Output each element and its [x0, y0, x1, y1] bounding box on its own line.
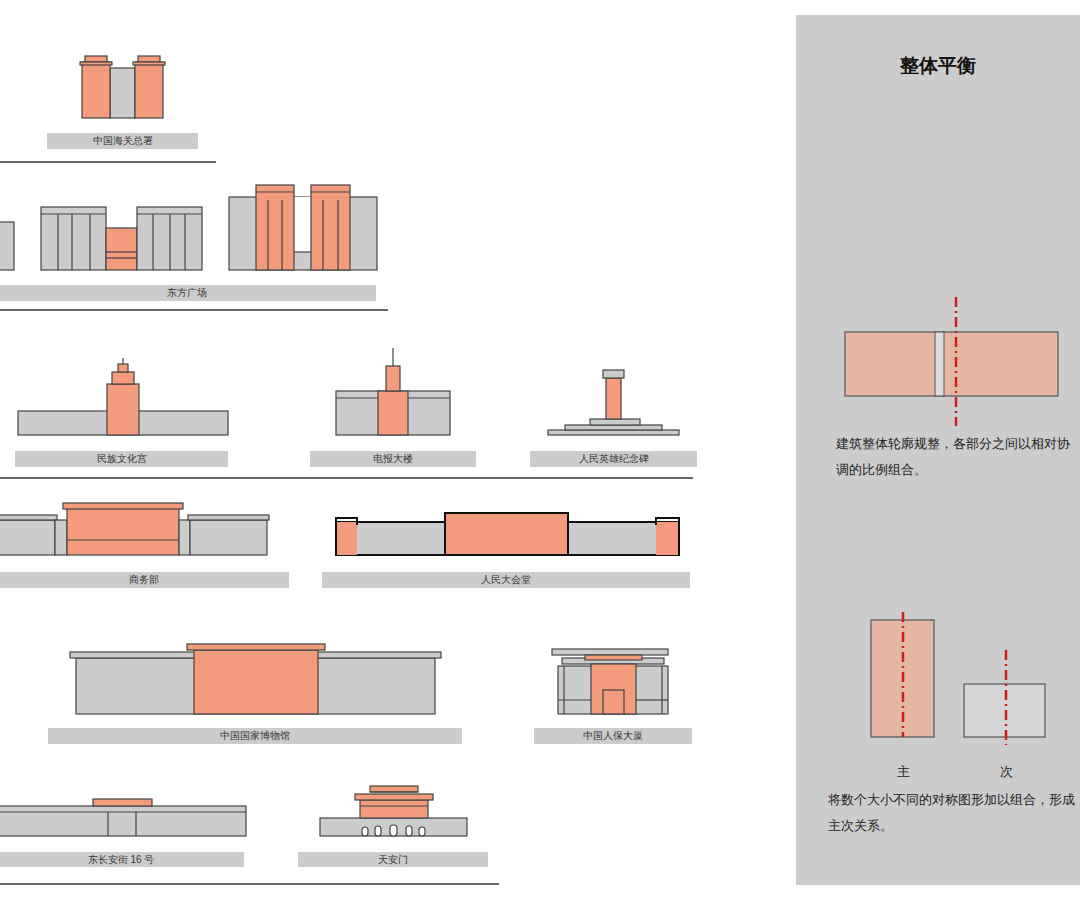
name-bar: 东长安街 16 号 [0, 852, 244, 867]
building-name: 东方广场 [167, 288, 207, 298]
name-bar: 人民英雄纪念碑 [530, 451, 697, 467]
panel-note: 将数个大小不同的对称图形加以组合，形成主次关系。 [828, 787, 1078, 839]
building-name: 人民大会堂 [481, 575, 531, 585]
name-bar: 中国海关总署 [47, 133, 198, 149]
name-bar: 东方广场 [0, 285, 376, 301]
name-bar: 中国国家博物馆 [48, 728, 462, 744]
building-name: 电报大楼 [373, 454, 413, 464]
building-name: 人民英雄纪念碑 [579, 454, 649, 464]
building-name: 商务部 [129, 575, 159, 585]
name-bar: 民族文化宫 [15, 451, 228, 467]
diagram-label: 次 [996, 759, 1016, 785]
building-name: 民族文化宫 [97, 454, 147, 464]
panel-note: 建筑整体轮廓规整，各部分之间以相对协调的比例组合。 [836, 431, 1070, 483]
name-bar: 中国人保大厦 [534, 728, 692, 744]
text-panel: 建筑整体轮廓规整，各部分之间以相对协调的比例组合。主 次将数个大小不同的对称图形加… [796, 15, 1080, 885]
name-bar: 电报大楼 [310, 451, 476, 467]
building-name: 天安门 [378, 855, 408, 865]
name-bar: 商务部 [0, 572, 289, 588]
panel-title: 整体平衡 [796, 53, 1080, 79]
building-name: 东长安街 16 号 [88, 855, 155, 865]
name-bar: 天安门 [298, 852, 488, 867]
name-bar: 人民大会堂 [322, 572, 690, 588]
diagram-label: 主 [893, 759, 913, 785]
building-name: 中国海关总署 [93, 136, 153, 146]
building-name: 中国人保大厦 [583, 731, 643, 741]
building-name: 中国国家博物馆 [220, 731, 290, 741]
panel-ground [796, 15, 1080, 885]
balance-diagrams [845, 297, 1058, 745]
